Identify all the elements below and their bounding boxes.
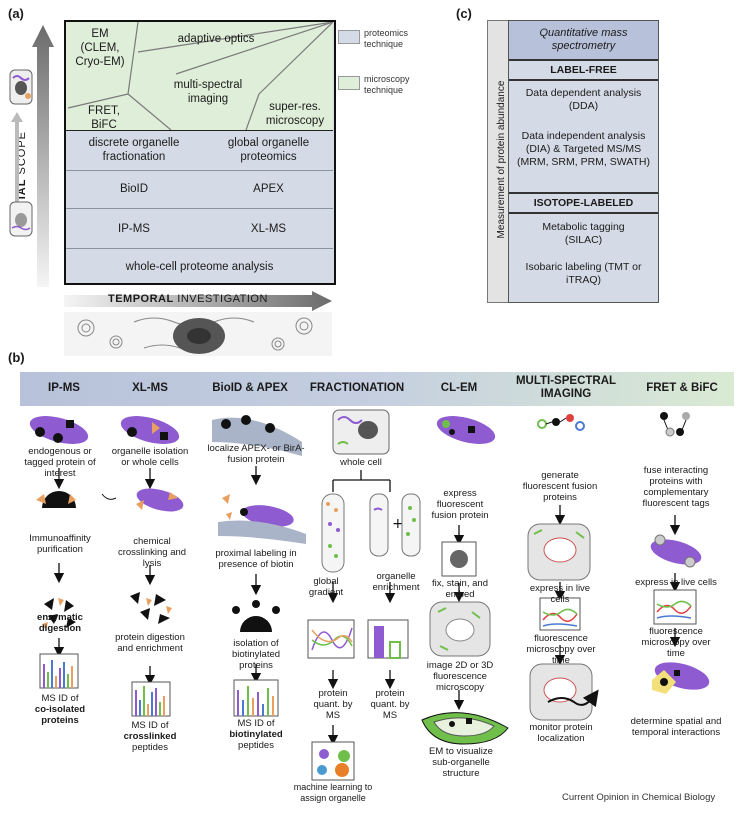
temporal-arrow [64, 291, 332, 311]
fract-step3: organelle enrichment [372, 571, 420, 593]
header-bioid-apex: BioID & APEX [212, 382, 288, 394]
multi-step1: generate fluorescent fusion proteins [522, 470, 598, 503]
dia-label: Data independent analysis (DIA) & Target… [517, 130, 650, 168]
xlms-step4a: MS ID of [131, 720, 169, 731]
bioid-step4c: peptides [238, 740, 274, 751]
clem-step3: image 2D or 3D fluorescence microscopy [426, 660, 494, 693]
legend-microscopy-label: microscopy technique [364, 74, 410, 95]
ipms-step3: enzymatic digestion [37, 612, 83, 634]
header-ipms: IP-MS [48, 382, 80, 394]
row-ipms-xlms: IP-MS XL-MS [66, 208, 333, 248]
technique-matrix: EM (CLEM, Cryo-EM) adaptive optics FRET,… [64, 20, 336, 285]
cell-multispectral: multi-spectral imaging [173, 79, 243, 105]
abundance-side-bar: Measurement of protein abundance [487, 20, 509, 303]
cell-adaptive-optics: adaptive optics [177, 33, 255, 45]
fret-step3: fluorescence microscopy over time [641, 626, 711, 659]
svg-text:+: + [392, 516, 404, 532]
cell-super-res: super-res. microscopy [265, 101, 325, 127]
fract-step1: whole cell [340, 457, 382, 468]
microscopy-region [66, 22, 333, 130]
cell-xlms: XL-MS [250, 223, 287, 235]
journal-credit: Current Opinion in Chemical Biology [562, 792, 716, 803]
microscopy-dividers [67, 22, 333, 130]
organelle-cell-icon [9, 69, 33, 105]
header-multispectral: MULTI-SPECTRAL IMAGING [515, 375, 617, 400]
small-up-arrow [11, 112, 23, 202]
clem-step2: fix, stain, and embed [432, 578, 488, 600]
legend-microscopy-swatch [338, 76, 360, 90]
fret-step4: determine spatial and temporal interacti… [630, 716, 722, 738]
quant-ms-table: Quantitative mass spectrometry LABEL-FRE… [508, 20, 659, 303]
panel-b-tag: (b) [8, 350, 25, 365]
ipms-step1: endogenous or tagged protein of interest [24, 446, 96, 479]
fret-step1: fuse interacting proteins with complemen… [642, 465, 710, 509]
header-fractionation: FRACTIONATION [309, 382, 405, 394]
row-fractionation: discrete organelle fractionation global … [66, 130, 333, 170]
dda-label: Data dependent analysis (DDA) [525, 87, 642, 112]
spatial-scope-arrow [32, 25, 54, 287]
whole-cell-icon [9, 201, 33, 237]
cell-bioid: BioID [119, 183, 149, 195]
bioid-step2: proximal labeling in presence of biotin [215, 548, 297, 570]
cell-ipms: IP-MS [118, 223, 150, 235]
fret-step2: express in live cells [635, 577, 717, 588]
ipms-step2: Immunoaffinity purification [29, 533, 91, 555]
header-xlms: XL-MS [132, 382, 168, 394]
workflow-header-bar: IP-MS XL-MS BioID & APEX FRACTIONATION C… [20, 372, 734, 406]
cell-em: EM (CLEM, Cryo-EM) [75, 28, 125, 68]
multi-step3: fluorescence microscopy over time [526, 633, 596, 666]
panel-a-tag: (a) [8, 6, 24, 21]
ipms-step4a: MS ID of [41, 693, 79, 704]
cell-discrete-fractionation: discrete organelle fractionation [88, 137, 180, 163]
fract-step2: global gradient [308, 576, 344, 598]
xlms-step3: protein digestion and enrichment [115, 632, 185, 654]
bioid-step4b: biotinylated [229, 729, 283, 740]
cell-global-organelle: global organelle proteomics [227, 137, 310, 163]
ipms-step4b: co-isolated proteins [34, 704, 86, 726]
header-fret-bifc: FRET & BiFC [646, 382, 718, 394]
multi-step2: express in live cells [529, 583, 591, 605]
silac-label: Metabolic tagging (SILAC) [542, 221, 625, 246]
cell-timeline-strip [64, 312, 332, 356]
isotope-header: ISOTOPE-LABELED [509, 192, 658, 214]
row-wholecell: whole-cell proteome analysis [66, 248, 333, 283]
workflow-illustrations: + [29, 409, 710, 781]
fract-step6: machine learning to assign organelle [293, 782, 373, 803]
panel-c-tag: (c) [456, 6, 472, 21]
fract-step4: protein quant. by MS [313, 688, 353, 721]
bioid-step3: isolation of biotinylated proteins [231, 638, 281, 671]
abundance-side-label: Measurement of protein abundance [496, 80, 507, 239]
isobaric-label: Isobaric labeling (TMT or iTRAQ) [525, 261, 642, 286]
cell-fret-bifc: FRET, BiFC [88, 105, 120, 131]
temporal-label: TEMPORAL INVESTIGATION [108, 293, 298, 305]
temporal-rest: INVESTIGATION [173, 293, 268, 305]
xlms-step4b: crosslinked [123, 731, 177, 742]
cell-apex: APEX [253, 183, 284, 195]
legend-proteomics-swatch [338, 30, 360, 44]
bioid-step1: localize APEX- or BirA-fusion protein [207, 443, 305, 465]
clem-step4: EM to visualize sub-organelle structure [429, 746, 493, 779]
cell-wholecell: whole-cell proteome analysis [125, 261, 274, 273]
row-bioid-apex: BioID APEX [66, 170, 333, 208]
legend-proteomics-label: proteomics technique [364, 28, 409, 49]
multi-step4: monitor protein localization [529, 722, 593, 744]
xlms-step2: chemical crosslinking and lysis [117, 536, 187, 569]
temporal-bold: TEMPORAL [108, 293, 174, 305]
header-clem: CL-EM [440, 382, 478, 394]
clem-step1: express fluorescent fusion protein [431, 488, 489, 521]
quant-ms-title: Quantitative mass spectrometry [509, 21, 658, 61]
fract-step5: protein quant. by MS [370, 688, 410, 721]
label-free-header: LABEL-FREE [509, 61, 658, 81]
bioid-step4a: MS ID of [237, 718, 275, 729]
xlms-step1: organelle isolation or whole cells [111, 446, 189, 468]
xlms-step4c: peptides [132, 742, 168, 753]
